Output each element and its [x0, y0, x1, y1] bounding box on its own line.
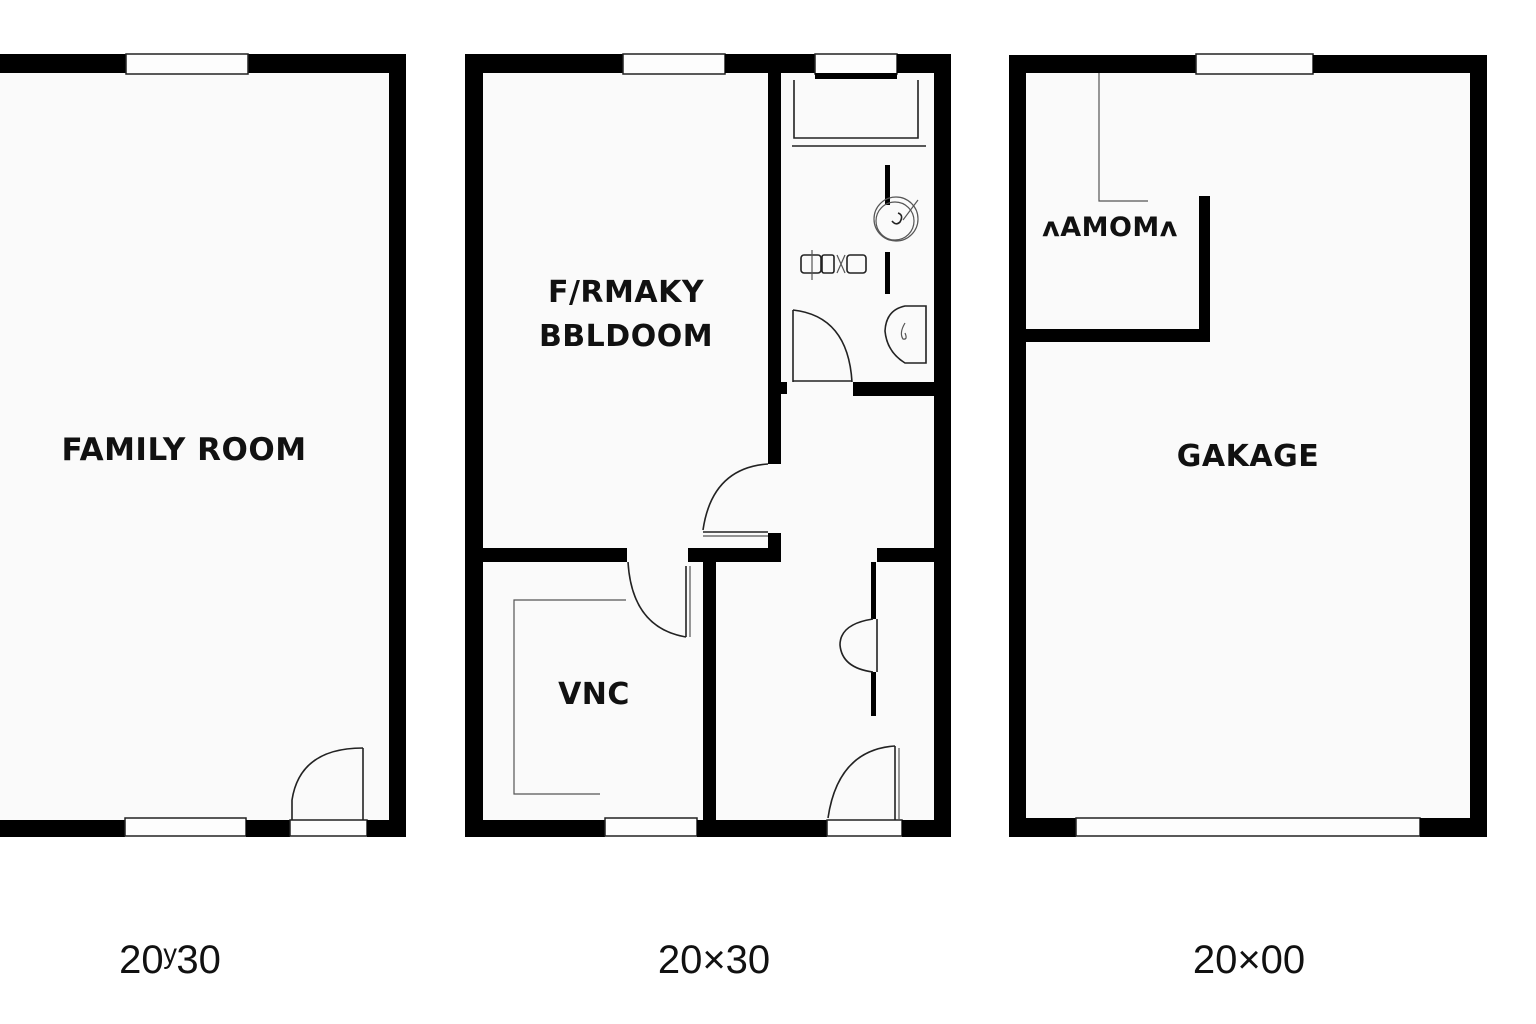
wall: [389, 54, 406, 837]
wall: [0, 820, 125, 837]
wall: [877, 548, 935, 562]
closet-outline: [513, 599, 626, 795]
room-label-vnc: VNC: [558, 677, 630, 712]
room-label-family-room: FAMILY ROOM: [61, 432, 306, 468]
door-opening: [826, 819, 903, 837]
laundry-counter-outline: [1098, 73, 1148, 202]
wall: [248, 54, 406, 73]
wall: [768, 54, 781, 384]
wall: [703, 548, 716, 837]
window: [622, 53, 726, 75]
door-swing-icon: [702, 463, 769, 537]
family-room-floor: [0, 72, 390, 821]
wall: [367, 820, 406, 837]
plan-bedroom-unit: F/RMAKY BBLDOOM VNC: [465, 53, 951, 837]
wall: [688, 548, 781, 562]
wall: [1470, 55, 1487, 837]
sink-icon: [873, 196, 919, 242]
partition-door-icon: [839, 562, 878, 716]
basin-icon: [884, 305, 927, 364]
window: [1195, 53, 1314, 75]
wall: [246, 820, 290, 837]
wall: [1009, 55, 1026, 837]
door-swing-icon: [291, 747, 364, 820]
wall: [768, 384, 781, 464]
window: [604, 817, 698, 837]
wall: [780, 382, 787, 394]
dimension-label-plan1: 20ʸ30: [119, 938, 221, 982]
window: [124, 817, 247, 837]
wall: [0, 54, 126, 73]
room-label-primary-bedroom-line2: BBLDOOM: [539, 319, 713, 354]
door-swing-icon: [827, 745, 900, 820]
window: [125, 53, 249, 75]
wall: [465, 54, 483, 837]
bathtub-icon: [792, 73, 926, 147]
wall: [1009, 818, 1076, 837]
wall: [697, 820, 827, 837]
plan-garage: ʌAMOMʌ GAKAGE: [1009, 53, 1487, 837]
window: [814, 53, 898, 75]
toilet-icon: [800, 250, 867, 280]
door-opening: [289, 819, 368, 837]
garage-floor: [1026, 72, 1471, 821]
wall: [853, 382, 935, 396]
wall: [1313, 55, 1487, 73]
towel-bar: [885, 165, 890, 294]
door-swing-icon: [627, 561, 691, 638]
room-label-garage: GAKAGE: [1177, 439, 1319, 474]
wall: [465, 820, 605, 837]
dimension-label-plan2: 20×30: [658, 938, 770, 982]
door-swing-icon: [792, 309, 853, 383]
wall: [1009, 55, 1196, 73]
wall: [465, 548, 627, 562]
wall: [902, 820, 951, 837]
wall: [465, 54, 623, 73]
wall: [1026, 329, 1210, 342]
wall: [934, 54, 951, 837]
dimension-label-plan3: 20×00: [1193, 938, 1305, 982]
garage-door: [1075, 817, 1421, 837]
room-label-primary-bedroom-line1: F/RMAKY: [548, 275, 705, 310]
wall: [1420, 818, 1487, 837]
plan-family-room: FAMILY ROOM: [0, 53, 406, 837]
wall: [1199, 196, 1210, 342]
room-label-laundry: ʌAMOMʌ: [1042, 212, 1178, 243]
